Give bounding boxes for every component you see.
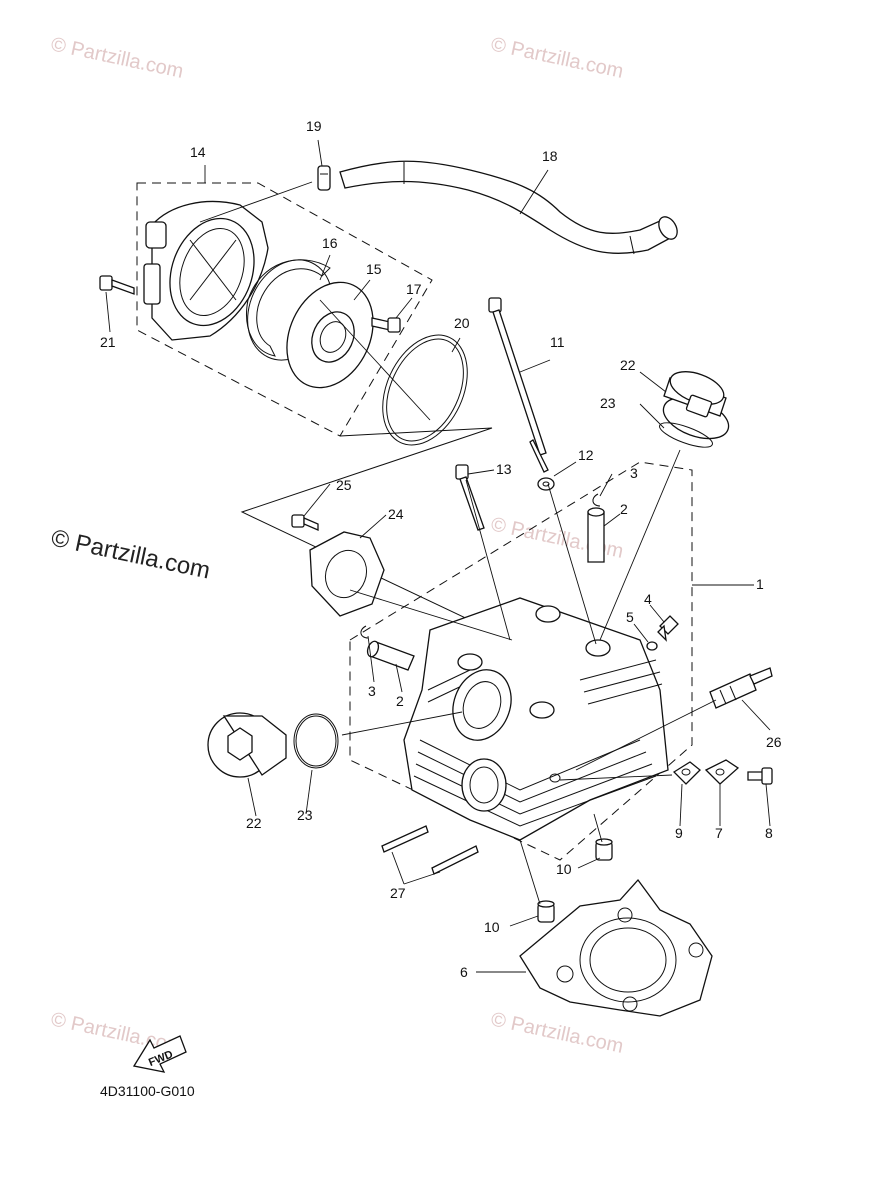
callout-15: 15 <box>366 261 382 277</box>
callout-8: 8 <box>765 825 773 841</box>
callout-27: 27 <box>390 885 406 901</box>
callout-10-lower: 10 <box>484 919 500 935</box>
callout-4: 4 <box>644 591 652 607</box>
watermark-top-right: © Partzilla.com <box>489 33 625 83</box>
watermark-center-left: © Partzilla.com <box>49 524 213 584</box>
callout-24: 24 <box>388 506 404 522</box>
callout-23-top: 23 <box>600 395 616 411</box>
callout-14: 14 <box>190 144 206 160</box>
watermark-bottom-right: © Partzilla.com <box>489 1008 625 1058</box>
small-cover <box>704 759 740 785</box>
dowel-pin-lower <box>537 900 555 923</box>
long-stud-bolt <box>488 297 549 473</box>
tappet-cover-cap-left <box>207 712 287 778</box>
tappet-cover-cap-top <box>662 371 730 440</box>
forward-arrow-icon: FWD <box>132 1035 187 1073</box>
intake-gasket-plate <box>309 531 385 617</box>
cylinder-head <box>403 597 669 841</box>
cover-gasket <box>246 259 331 357</box>
callout-6: 6 <box>460 964 468 980</box>
callout-12: 12 <box>578 447 594 463</box>
diagram-code: 4D31100-G010 <box>100 1083 195 1099</box>
valve-clip-mid <box>360 625 369 639</box>
callout-21: 21 <box>100 334 116 350</box>
callout-13: 13 <box>496 461 512 477</box>
callout-26: 26 <box>766 734 782 750</box>
cylinder-head-dashed-box <box>349 461 693 861</box>
callout-1: 1 <box>756 576 764 592</box>
small-bolt <box>657 615 679 642</box>
callout-22-left: 22 <box>246 815 262 831</box>
callout-2-top: 2 <box>620 501 628 517</box>
callout-18: 18 <box>542 148 558 164</box>
cylinder-head-gasket <box>519 878 713 1017</box>
callout-2-mid: 2 <box>396 693 404 709</box>
head-bolt <box>455 464 485 531</box>
callout-17: 17 <box>406 281 422 297</box>
callout-25: 25 <box>336 477 352 493</box>
valve-clip-top <box>592 493 601 507</box>
cover-screw <box>747 767 773 785</box>
dowel-pin-right <box>595 838 613 861</box>
watermark-mid-right: © Partzilla.com <box>489 513 625 563</box>
callout-20: 20 <box>454 315 470 331</box>
spark-plug <box>709 667 773 709</box>
cover-gasket-small <box>672 761 701 785</box>
valve-guide-mid <box>366 640 415 671</box>
stud-washer <box>537 477 555 491</box>
valve-guide-top <box>587 507 605 563</box>
breather-cover <box>143 200 269 341</box>
callout-10-right: 10 <box>556 861 572 877</box>
breather-assembly-dashed-box <box>136 182 433 437</box>
callout-5: 5 <box>626 609 634 625</box>
large-o-ring-inner <box>386 338 464 442</box>
callout-3-top: 3 <box>630 465 638 481</box>
callout-23-left: 23 <box>297 807 313 823</box>
callout-19: 19 <box>306 118 322 134</box>
cap-o-ring-top <box>659 422 713 448</box>
callout-16: 16 <box>322 235 338 251</box>
callout-labels: 14 19 18 16 15 17 20 21 11 22 23 12 13 3… <box>100 118 782 980</box>
callout-9: 9 <box>675 825 683 841</box>
callout-3-mid: 3 <box>368 683 376 699</box>
callout-7: 7 <box>715 825 723 841</box>
callout-11: 11 <box>550 334 565 350</box>
exhaust-studs <box>381 825 479 875</box>
large-o-ring <box>382 334 468 446</box>
breather-hose <box>339 160 678 255</box>
gasket-group-outline <box>240 427 513 641</box>
callout-22-top: 22 <box>620 357 636 373</box>
plate-screw <box>371 317 401 333</box>
cap-o-ring-left <box>293 713 339 769</box>
leader-lines <box>105 139 771 973</box>
watermark-top-left: © Partzilla.com <box>49 33 185 83</box>
breather-plate <box>286 281 374 389</box>
cover-bolt <box>99 275 135 295</box>
hose-clip <box>317 165 331 191</box>
plate-bolt <box>291 514 319 531</box>
small-washer <box>646 641 658 651</box>
